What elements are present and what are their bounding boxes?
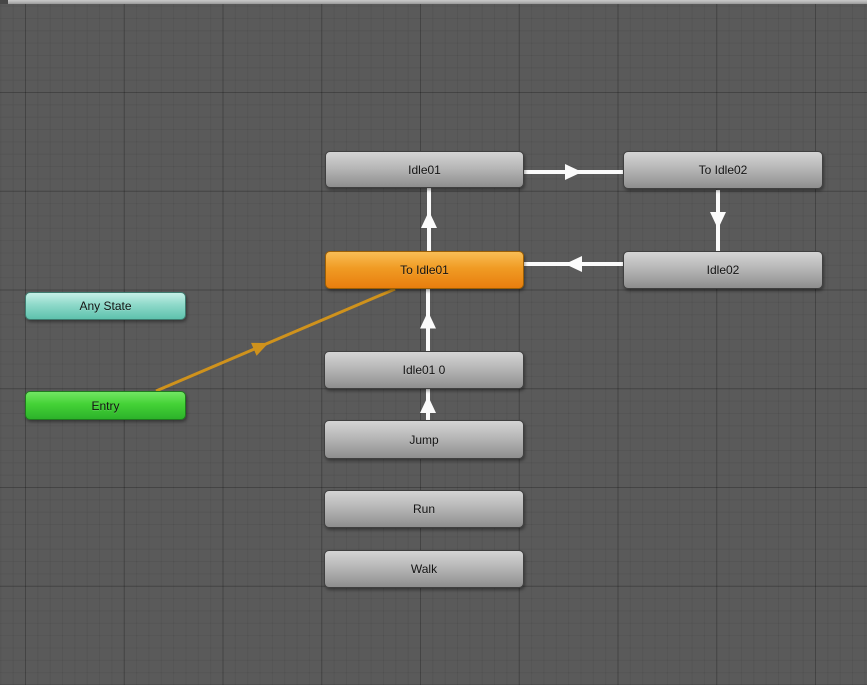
state-node-label: Entry (91, 398, 120, 413)
transition-idle01-to-toidle02[interactable] (524, 164, 623, 180)
transition-arrowhead (565, 256, 582, 272)
transition-arrowhead (251, 342, 269, 356)
state-node-run[interactable]: Run (324, 490, 524, 528)
transition-idle010-to-toidle01[interactable] (420, 289, 436, 351)
state-node-label: Idle01 0 (402, 363, 446, 377)
state-node-label: To Idle01 (400, 263, 449, 277)
state-node-label: Any State (79, 299, 132, 313)
transition-arrowhead (565, 164, 582, 180)
state-node-label: Walk (410, 562, 438, 576)
transition-arrowhead (421, 211, 437, 228)
transition-idle02-to-toidle01[interactable] (524, 256, 623, 272)
state-node-label: Idle01 (408, 162, 441, 177)
state-node-label: Run (412, 502, 435, 516)
state-node-entry[interactable]: Entry (25, 391, 186, 420)
state-node-walk[interactable]: Walk (324, 550, 524, 588)
transition-entry-to-toidle01[interactable] (155, 287, 396, 393)
state-node-idle01-0[interactable]: Idle01 0 (324, 351, 524, 389)
transition-toidle02-to-idle02[interactable] (710, 190, 726, 251)
toolbar-bottom-edge (0, 0, 867, 4)
transition-arrowhead (420, 311, 436, 329)
state-node-idle01[interactable]: Idle01 (325, 151, 524, 188)
state-node-jump[interactable]: Jump (324, 420, 524, 459)
state-node-label: Idle02 (706, 263, 740, 277)
state-node-idle02[interactable]: Idle02 (623, 251, 823, 289)
state-node-label: To Idle02 (698, 163, 748, 177)
state-node-label: Jump (409, 432, 439, 447)
transition-toidle01-to-idle01[interactable] (421, 188, 437, 251)
state-node-to-idle02[interactable]: To Idle02 (623, 151, 823, 189)
transition-arrowhead (710, 212, 726, 229)
state-node-any-state[interactable]: Any State (25, 292, 186, 320)
state-node-to-idle01[interactable]: To Idle01 (325, 251, 524, 289)
transition-arrowhead (420, 396, 436, 413)
transition-jump-to-idle010[interactable] (420, 389, 436, 420)
toolbar-divider (0, 0, 8, 4)
